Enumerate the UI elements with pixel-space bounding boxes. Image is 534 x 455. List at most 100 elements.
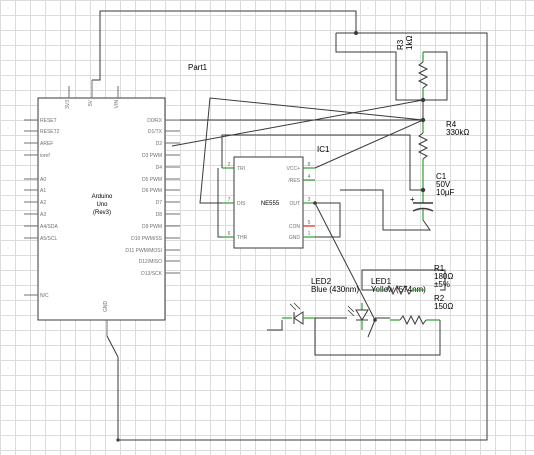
- arduino-left-stubs: [24, 119, 38, 296]
- resistor-r4[interactable]: [417, 120, 429, 190]
- ne555-pin-dis: DIS: [237, 201, 246, 207]
- arduino-name-line1: Arduino: [92, 194, 113, 200]
- pin-a4: A4/SDA: [40, 224, 58, 230]
- wire-right-rail[interactable]: [117, 32, 488, 441]
- pin-ioref: ioref: [40, 153, 50, 159]
- c1-value: 10µF: [436, 188, 455, 197]
- r4-value: 330kΩ: [446, 128, 469, 137]
- pin-vin: VIN: [114, 100, 120, 109]
- pin-d11: D11 PWM/MOSI: [125, 248, 162, 254]
- led2-name: LED2: [311, 277, 332, 286]
- ne555-pin-con: CON: [289, 224, 301, 230]
- pin-d2: D2: [156, 141, 163, 147]
- pin-5v: 5V: [88, 99, 94, 106]
- wire-gnd-arduino[interactable]: [106, 335, 119, 358]
- resistor-r3[interactable]: [417, 52, 429, 100]
- pin-d0: D0/RX: [147, 118, 162, 124]
- wire-trig-thr[interactable]: [221, 134, 423, 191]
- ne555-num-5: 5: [308, 220, 311, 226]
- ne555-ic[interactable]: TRI DIS THR VCC+ /RES OUT CON GND 2 7 6 …: [222, 156, 315, 249]
- part1-label: Part1: [188, 63, 208, 72]
- r1-name: R1: [434, 264, 445, 273]
- wire-out[interactable]: [315, 202, 341, 238]
- ne555-pins: [222, 167, 315, 238]
- pin-a5: A5/SCL: [40, 236, 57, 242]
- ne555-pin-gnd: GND: [289, 235, 301, 241]
- pin-d9: D9 PWM: [142, 224, 162, 230]
- pin-a1: A1: [40, 188, 46, 194]
- ne555-num-8: 8: [308, 162, 311, 168]
- arduino-top-pins: [68, 80, 119, 336]
- pin-3v3: 3V3: [65, 100, 71, 109]
- pin-d8: D8: [156, 212, 163, 218]
- ne555-num-6: 6: [228, 231, 231, 237]
- ne555-num-3: 3: [308, 197, 311, 203]
- pin-d1: D1/TX: [148, 129, 163, 135]
- c1-name: C1: [436, 172, 447, 181]
- ne555-pin-tri: TRI: [237, 166, 245, 172]
- pin-nc: N/C: [40, 293, 49, 299]
- r2-value: 150Ω: [434, 302, 453, 311]
- arduino-name-line3: (Rev3): [93, 210, 111, 216]
- pin-d12: D12/MISO: [139, 259, 162, 265]
- pin-d4: D4: [156, 165, 163, 171]
- wire-r2-return[interactable]: [314, 318, 441, 356]
- pin-a0: A0: [40, 177, 46, 183]
- wire-led1-diag[interactable]: [367, 319, 376, 338]
- pin-reset2: RESET2: [40, 129, 60, 135]
- r2-name: R2: [434, 294, 445, 303]
- ne555-num-4: 4: [308, 174, 311, 180]
- pin-d3: D3 PWM: [142, 153, 162, 159]
- ne555-num-7: 7: [228, 197, 231, 203]
- pin-gnd: GND: [103, 301, 109, 313]
- ne555-pin-res: /RES: [288, 178, 300, 184]
- wire-thr-node[interactable]: [171, 99, 424, 147]
- pin-reset: RESET: [40, 118, 57, 124]
- ne555-pin-thr: THR: [237, 235, 248, 241]
- wire-led-row[interactable]: [267, 320, 283, 331]
- wire-cap-gnd[interactable]: [340, 189, 431, 231]
- wire-5v-top[interactable]: [92, 10, 357, 81]
- led2-desc: Blue (430nm): [311, 285, 359, 294]
- wire-out-led[interactable]: [314, 202, 376, 321]
- led2-light-arrows: [289, 302, 301, 311]
- arduino-body: [37, 97, 166, 321]
- led1-light-arrows: [347, 305, 355, 317]
- pin-aref: AREF: [40, 141, 53, 147]
- pin-d13: D13/SCK: [141, 271, 163, 277]
- ne555-body: [233, 156, 304, 249]
- wire-dis-loop[interactable]: [199, 97, 424, 204]
- pin-a2: A2: [40, 200, 46, 206]
- arduino-uno[interactable]: 3V3 5V VIN GND RESET RESET2 AREF ioref A…: [24, 80, 180, 336]
- r1-tolerance: ±5%: [434, 280, 450, 289]
- pin-d10: D10 PWM/SS: [131, 236, 163, 242]
- wire-thr-bottom[interactable]: [217, 168, 222, 238]
- resistor-r1[interactable]: [375, 284, 425, 296]
- led1-name: LED1: [371, 277, 392, 286]
- r3-name: R3: [396, 39, 405, 50]
- resistor-r2[interactable]: [390, 314, 440, 326]
- arduino-name-line2: Uno: [96, 202, 108, 208]
- capacitor-c1[interactable]: +: [410, 190, 434, 220]
- ne555-num-1: 1: [308, 231, 311, 237]
- pin-a3: A3: [40, 212, 46, 218]
- led1[interactable]: [347, 303, 369, 330]
- r4-name: R4: [446, 120, 457, 129]
- led2[interactable]: [282, 302, 315, 325]
- r1-value: 180Ω: [434, 272, 453, 281]
- junction-dots: [116, 31, 426, 442]
- ne555-pin-vcc: VCC+: [287, 166, 301, 172]
- ic1-label: IC1: [317, 145, 330, 154]
- pin-d6: D6 PWM: [142, 188, 162, 194]
- wire-vcc-r4[interactable]: [314, 119, 424, 169]
- c1-plus: +: [410, 195, 415, 204]
- wire-r3-rail[interactable]: [335, 33, 448, 101]
- pin-d7: D7: [156, 200, 163, 206]
- wires: [92, 10, 488, 441]
- r3-value: 1kΩ: [405, 36, 414, 50]
- ne555-pin-out: OUT: [289, 201, 300, 207]
- wire-r1-loop[interactable]: [361, 269, 446, 291]
- c1-voltage: 50V: [436, 180, 451, 189]
